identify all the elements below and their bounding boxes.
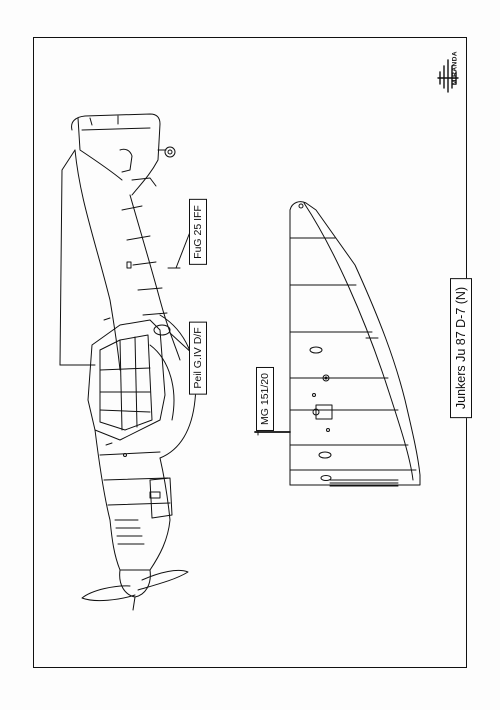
aircraft-title: Junkers Ju 87 D-7 (N)	[450, 277, 472, 419]
peil-df-label: Peil G.IV D/F	[189, 321, 207, 395]
wing-planform	[254, 201, 421, 487]
fug-25-iff-label: FuG 25 IFF	[189, 199, 207, 265]
logo-mark	[437, 59, 459, 93]
logo-text: MIRANDA	[451, 50, 459, 86]
fuselage-side-view	[59, 113, 197, 611]
mg-151-20-label: MG 151/20	[256, 367, 274, 431]
